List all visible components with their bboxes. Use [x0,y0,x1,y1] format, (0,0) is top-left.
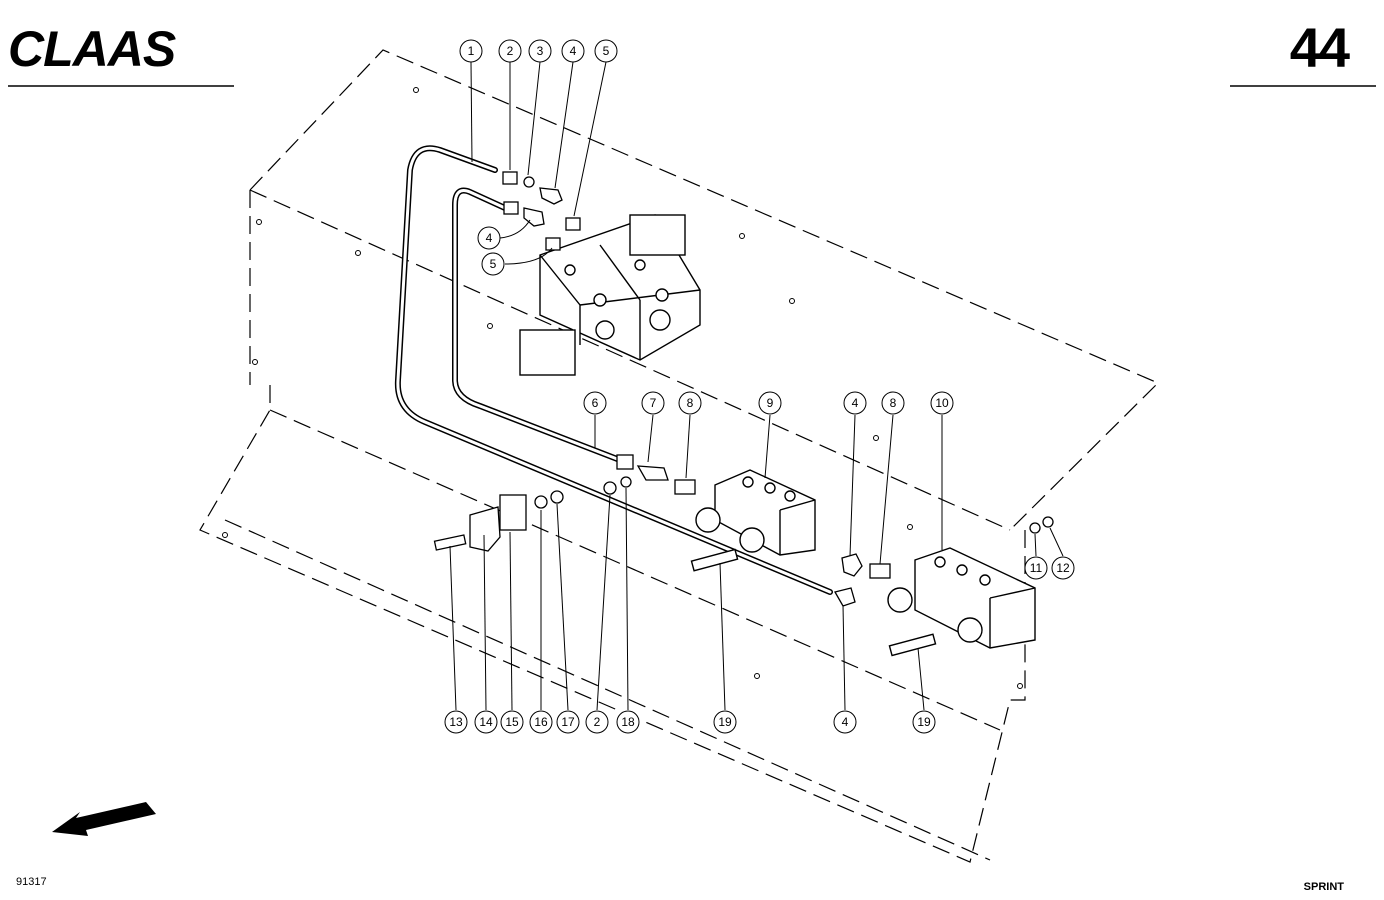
callout-15: 15 [500,710,524,734]
callout-18: 18 [616,710,640,734]
mounting-holes [222,87,1023,689]
callout-4-bottom: 4 [833,710,857,734]
callout-8: 8 [678,391,702,415]
callout-16-label: 16 [534,715,548,729]
callout-2-bottom-label: 2 [594,715,601,729]
callout-10: 10 [930,391,954,415]
callout-4: 4 [561,39,585,63]
model-name: SPRINT [1303,881,1344,893]
callout-4-bottom-label: 4 [842,715,849,729]
callout-13: 13 [444,710,468,734]
leader-lines [449,61,1064,711]
callout-5-label: 5 [603,44,610,58]
callout-11: 11 [1024,556,1048,580]
callout-8-right-label: 8 [890,396,897,410]
callout-3-label: 3 [537,44,544,58]
callout-5: 5 [594,39,618,63]
callout-3: 3 [528,39,552,63]
callout-4-label: 4 [570,44,577,58]
callout-1-label: 1 [468,44,475,58]
callout-14: 14 [474,710,498,734]
callout-19-left: 19 [713,710,737,734]
callout-4-right-label: 4 [852,396,859,410]
middle-fittings [603,454,696,495]
callout-1: 1 [459,39,483,63]
frame-panel-outline [199,49,1160,863]
page-number: 44 [1289,16,1350,79]
callout-16: 16 [529,710,553,734]
callout-10-label: 10 [935,396,949,410]
callout-2-bottom: 2 [585,710,609,734]
brand-logo-graphic: CLAAS [8,21,234,87]
callout-15-label: 15 [505,715,519,729]
control-valve-block [519,214,701,376]
top-fittings [502,171,581,251]
callout-4-right: 4 [843,391,867,415]
right-fittings [834,516,1054,607]
callout-11-label: 11 [1030,561,1043,575]
callout-8-label: 8 [687,396,694,410]
callout-17: 17 [556,710,580,734]
callout-13-label: 13 [449,715,463,729]
part-callouts: 1 2 3 4 5 4 5 6 7 8 9 4 8 10 11 12 13 14… [444,39,1075,734]
callout-5-left-label: 5 [490,257,497,271]
callout-14-label: 14 [479,715,493,729]
callout-4-left-label: 4 [486,231,493,245]
valve-block-9 [690,469,816,572]
callout-6: 6 [583,391,607,415]
callout-12-label: 12 [1056,561,1070,575]
callout-19-right-label: 19 [917,715,931,729]
direction-arrow-icon [52,802,156,836]
pipe-clamp-bracket [433,490,564,552]
callout-7: 7 [641,391,665,415]
callout-12: 12 [1051,556,1075,580]
callout-6-label: 6 [592,396,599,410]
callout-17-label: 17 [561,715,575,729]
callout-7-label: 7 [650,396,657,410]
callout-5-left: 5 [481,252,505,276]
callout-4-left: 4 [477,226,501,250]
callout-2-label: 2 [507,44,514,58]
drawing-number: 91317 [16,876,47,888]
callout-9-label: 9 [767,396,774,410]
callout-2: 2 [498,39,522,63]
brand-logo: CLAAS [8,21,238,97]
callout-8-right: 8 [881,391,905,415]
callout-9: 9 [758,391,782,415]
valve-block-10 [887,547,1036,657]
callout-19-left-label: 19 [718,715,732,729]
callout-19-right: 19 [912,710,936,734]
brand-name: CLAAS [8,22,176,77]
callout-18-label: 18 [621,715,635,729]
